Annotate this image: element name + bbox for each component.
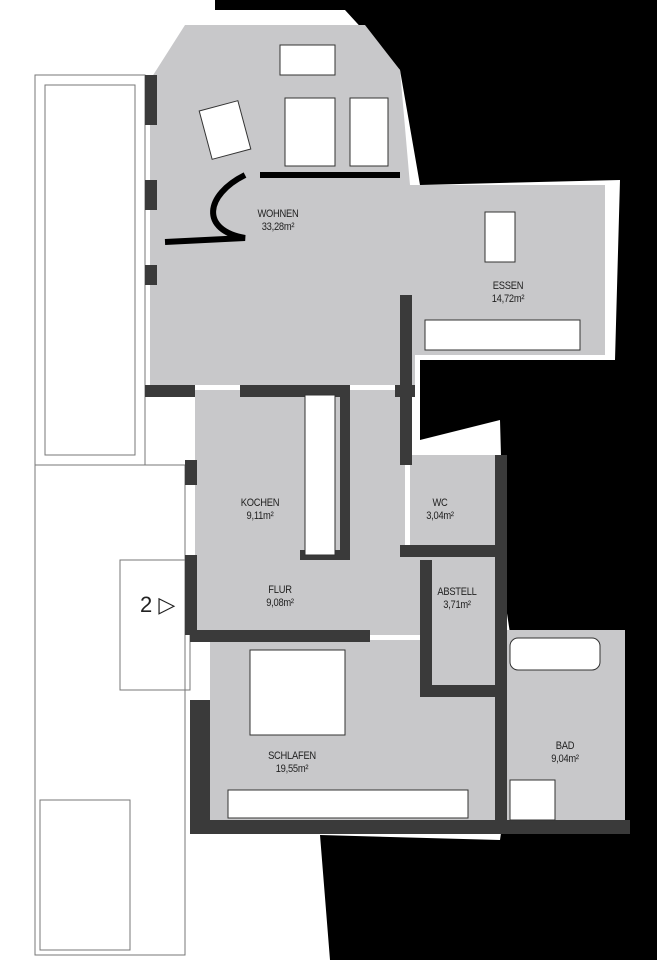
direction-arrow-icon: ▷ <box>158 592 176 617</box>
terrace-outline <box>34 74 191 956</box>
unit-marker: 2 ▷ <box>140 592 176 617</box>
furniture <box>198 44 601 821</box>
walls <box>145 75 630 834</box>
room-wc: WC 3,04m² <box>426 497 454 522</box>
room-essen: ESSEN 14,72m² <box>491 280 525 305</box>
room-flur: FLUR 9,08m² <box>266 584 294 609</box>
room-wohnen: WOHNEN 33,28m² <box>257 208 299 233</box>
room-abstell: ABSTELL 3,71m² <box>437 586 477 611</box>
marker-annotation <box>164 172 400 245</box>
room-kochen: KOCHEN 9,11m² <box>240 497 280 522</box>
room-schlafen: SCHLAFEN 19,55m² <box>268 750 316 775</box>
room-bad: BAD 9,04m² <box>551 740 579 765</box>
